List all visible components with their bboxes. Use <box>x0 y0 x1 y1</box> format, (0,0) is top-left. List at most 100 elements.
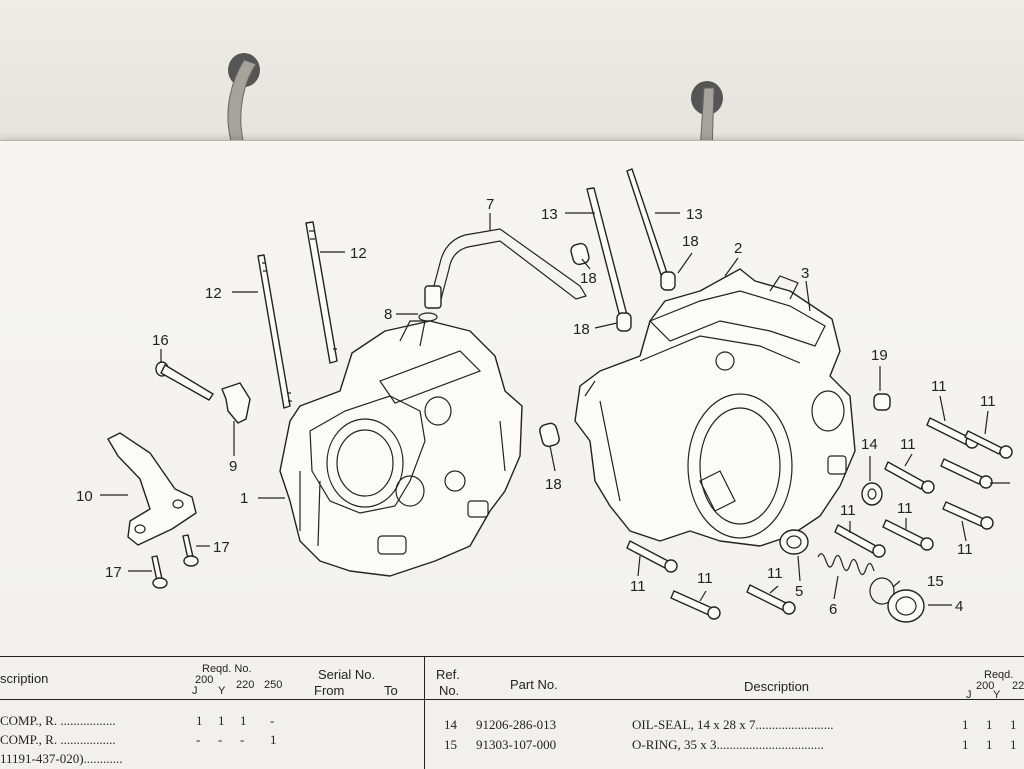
dowel-18-a <box>570 242 590 266</box>
callout-10: 10 <box>76 488 93 505</box>
callout-13-a: 13 <box>541 206 558 223</box>
right-header-ref: Ref. <box>436 667 460 682</box>
callout-12-a: 12 <box>205 285 222 302</box>
left-row-1-qty-y: 1 <box>218 713 225 728</box>
callout-5: 5 <box>795 583 803 600</box>
right-row-2-qty-j: 1 <box>962 737 969 752</box>
spring-6 <box>817 553 875 576</box>
right-crankcase <box>574 268 856 547</box>
leader-lines <box>100 212 1010 606</box>
header-rule <box>0 699 1024 700</box>
callout-11-b: 11 <box>697 570 713 587</box>
o-ring-8 <box>418 312 438 322</box>
stud-13-right <box>626 168 669 279</box>
right-row-1-desc: OIL-SEAL, 14 x 28 x 7...................… <box>632 717 834 732</box>
callout-16: 16 <box>152 332 169 349</box>
left-header-200: 200 <box>195 674 214 686</box>
right-row-2-ref: 15 <box>444 737 457 752</box>
callout-18-d: 18 <box>545 476 562 493</box>
left-header-serial: Serial No. <box>318 667 376 682</box>
drain-cap-4 <box>887 589 925 623</box>
callout-3: 3 <box>801 265 809 282</box>
stud-12-left <box>257 254 292 409</box>
manual-page: 1 2 3 4 5 6 7 8 9 10 11 11 11 11 11 11 1… <box>0 140 1024 769</box>
oil-filter-5 <box>779 529 809 555</box>
left-row-2-qty-j: - <box>196 732 201 747</box>
breather-pipe-7 <box>429 228 587 304</box>
callout-11-e: 11 <box>897 500 913 517</box>
left-header-from: From <box>314 683 345 698</box>
callout-19: 19 <box>871 347 888 364</box>
left-row-2-qty-y: - <box>218 732 223 747</box>
callout-12-b: 12 <box>350 245 367 262</box>
left-crankcase <box>279 320 523 577</box>
right-row-2-part-no: 91303-107-000 <box>476 737 557 752</box>
dowel-19 <box>873 393 891 411</box>
left-row-1-qty-250: - <box>270 713 275 728</box>
right-header-j: J <box>966 689 972 701</box>
callout-11-d: 11 <box>840 502 856 519</box>
callout-11-g: 11 <box>931 378 947 395</box>
callout-11-c: 11 <box>767 565 783 582</box>
callout-9: 9 <box>229 458 237 475</box>
exploded-diagram: 1 2 3 4 5 6 7 8 9 10 11 11 11 11 11 11 1… <box>76 168 1013 623</box>
callout-6: 6 <box>829 601 837 618</box>
dowel-18-d <box>539 422 560 448</box>
right-header-part-no: Part No. <box>510 677 558 692</box>
dowel-18-b <box>660 271 676 291</box>
pipe-end <box>424 285 442 309</box>
left-row-1-qty-220: 1 <box>240 713 247 728</box>
right-row-2-qty-y: 1 <box>986 737 993 752</box>
oil-seal-14-inner <box>867 488 877 500</box>
parts-list-table: scription Reqd. No. 200 J Y 220 250 Seri… <box>0 656 1024 769</box>
left-header-to: To <box>384 683 398 698</box>
bolt-17-a <box>182 534 199 567</box>
bolts-11 <box>626 417 1013 620</box>
upper-page <box>0 0 1024 150</box>
bracket-hole-top <box>172 499 184 509</box>
right-row-1-part-no: 91206-286-013 <box>476 717 557 732</box>
left-row-2-desc: COMP., R. ................. <box>0 732 116 747</box>
right-header-description: Description <box>744 679 810 694</box>
left-header-250: 250 <box>264 679 283 691</box>
callout-17-a: 17 <box>213 539 230 556</box>
o-ring-15 <box>869 577 895 605</box>
callout-17-b: 17 <box>105 564 122 581</box>
right-row-2-qty-22: 1 <box>1010 737 1017 752</box>
left-row-2-qty-250: 1 <box>270 732 277 747</box>
bolt-16 <box>155 361 214 401</box>
right-header-reqd: Reqd. <box>984 669 1014 681</box>
callout-1: 1 <box>240 490 248 507</box>
column-divider <box>424 657 425 769</box>
oil-seal-14 <box>861 482 883 506</box>
left-row-1-qty-j: 1 <box>196 713 203 728</box>
left-row-1-desc: COMP., R. ................. <box>0 713 116 728</box>
callout-2: 2 <box>734 240 742 257</box>
callout-14: 14 <box>861 436 878 453</box>
callout-11-i: 11 <box>957 541 973 558</box>
callout-7: 7 <box>486 196 494 213</box>
left-row-3-desc: 11191-437-020)............ <box>0 751 123 766</box>
left-header-description: scription <box>0 671 49 686</box>
bracket-10 <box>107 432 197 546</box>
callout-4: 4 <box>955 598 963 615</box>
bracket-hole-bottom <box>134 524 146 534</box>
right-row-1-qty-22: 1 <box>1010 717 1017 732</box>
right-header-200: 200 <box>976 680 995 692</box>
callout-13-b: 13 <box>686 206 703 223</box>
callout-18-c: 18 <box>573 321 590 338</box>
callout-15: 15 <box>927 573 944 590</box>
left-header-j: J <box>192 685 198 697</box>
left-row-2-qty-220: - <box>240 732 245 747</box>
callout-18-b: 18 <box>682 233 699 250</box>
callout-8: 8 <box>384 306 392 323</box>
callout-18-a: 18 <box>580 270 597 287</box>
right-row-2-desc: O-RING, 35 x 3..........................… <box>632 737 824 752</box>
left-header-y: Y <box>218 685 226 697</box>
left-header-reqd: Reqd. No. <box>202 663 252 675</box>
callout-11-f: 11 <box>900 436 916 453</box>
left-header-220: 220 <box>236 679 255 691</box>
right-header-no: No. <box>439 683 460 698</box>
right-row-1-ref: 14 <box>444 717 457 732</box>
stud-12-right <box>305 221 338 364</box>
